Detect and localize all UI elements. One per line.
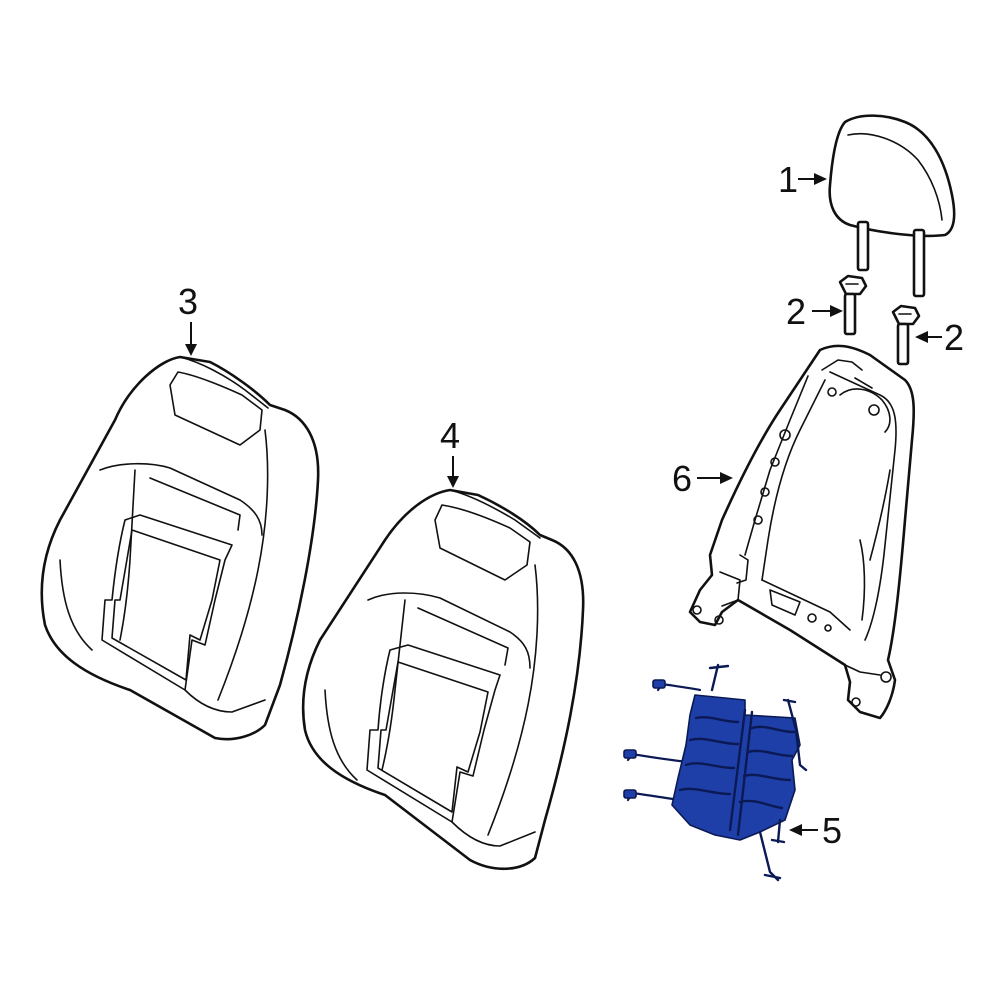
callout-number-3: 3 [178,281,198,322]
callout-4: 4 [440,415,460,488]
callout-number-2: 2 [944,317,964,358]
arrowhead-right-icon [814,173,827,185]
arrowhead-down-icon [185,344,197,356]
callout-1: 1 [778,159,827,200]
arrowhead-left-icon [915,331,928,343]
arrowhead-left-icon [789,824,802,836]
headrest-part-1 [828,114,956,298]
callout-2-right: 2 [915,317,964,358]
callout-number-5: 5 [822,810,842,851]
callout-6: 6 [672,458,733,499]
lumbar-support-part-5 [623,663,808,882]
callout-5: 5 [789,810,842,851]
seat-back-frame-part-6 [688,344,916,720]
callout-number-2: 2 [786,291,806,332]
arrowhead-down-icon [447,476,459,488]
callout-number-6: 6 [672,458,692,499]
arrowhead-right-icon [720,472,733,484]
callout-number-4: 4 [440,415,460,456]
seat-back-cover-part-4 [301,488,585,871]
callout-3: 3 [178,281,198,356]
headrest-guide-part-2-left [838,274,868,336]
headrest-guide-part-2-right [891,304,921,366]
callout-number-1: 1 [778,159,798,200]
callout-2-left: 2 [786,291,843,332]
arrowhead-right-icon [830,305,843,317]
seat-back-cover-part-3 [40,355,320,741]
